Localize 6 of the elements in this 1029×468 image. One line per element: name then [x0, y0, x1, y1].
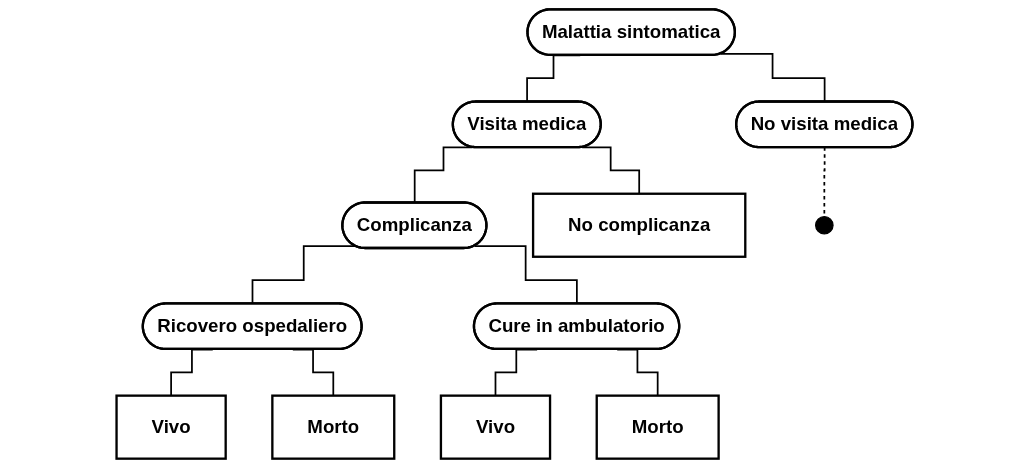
node-circle: [815, 215, 834, 235]
node-box: No complicanza: [531, 192, 747, 258]
node-box: Vivo: [115, 394, 227, 460]
node-box: Vivo: [439, 394, 552, 460]
node-box: Morto: [595, 394, 720, 460]
node-box: Morto: [271, 394, 396, 460]
